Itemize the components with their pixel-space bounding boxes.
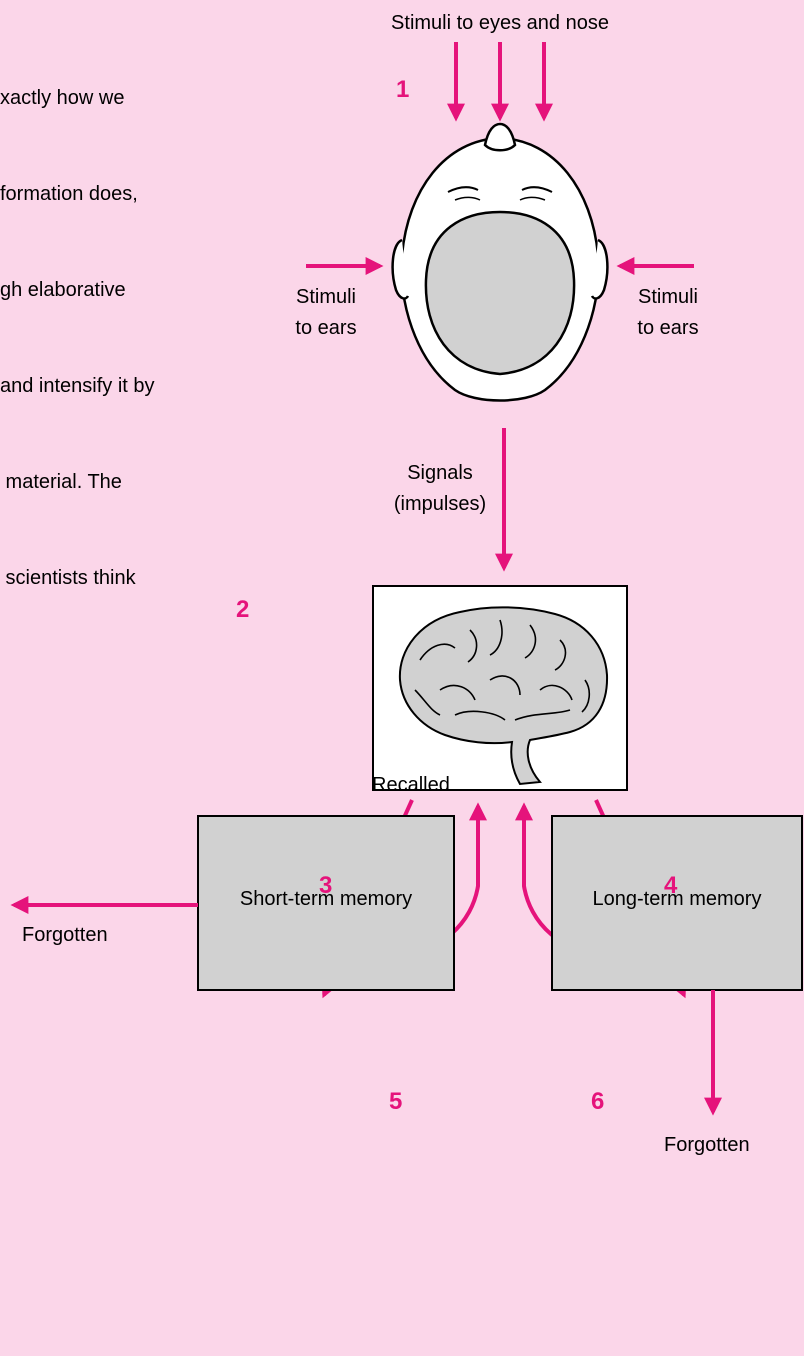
label-signals: Signals (impulses) (380, 458, 500, 520)
label-line: to ears (608, 313, 728, 344)
step-number-1: 1 (396, 76, 409, 104)
step-number-3: 3 (319, 872, 332, 900)
label-forgotten-right: Forgotten (664, 1130, 750, 1161)
label-line: (impulses) (380, 489, 500, 520)
head-top-view-icon (393, 124, 608, 401)
step-number-5: 5 (389, 1088, 402, 1116)
label-line: Stimuli (608, 282, 728, 313)
label-line: Signals (380, 458, 500, 489)
step-number-6: 6 (591, 1088, 604, 1116)
label-line: Stimuli (266, 282, 386, 313)
stimuli-eyes-arrows (456, 42, 544, 118)
step-number-4: 4 (664, 872, 677, 900)
label-line: to ears (266, 313, 386, 344)
label-recalled: Recalled (372, 770, 450, 801)
label-forgotten-left: Forgotten (22, 920, 108, 951)
label-stimuli-eyes-nose: Stimuli to eyes and nose (360, 8, 640, 39)
label-stimuli-ears-right: Stimuli to ears (608, 282, 728, 344)
step-number-2: 2 (236, 596, 249, 624)
label-stimuli-ears-left: Stimuli to ears (266, 282, 386, 344)
